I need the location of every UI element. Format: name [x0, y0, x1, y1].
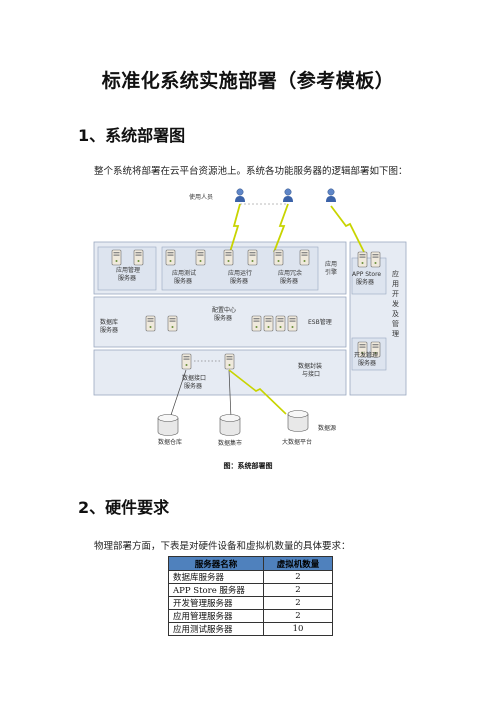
app-engine-inner-2: [161, 246, 319, 291]
lightning-link-icon: [228, 369, 287, 415]
config-server-icon: [287, 315, 298, 332]
big-data-label: 大数据平台: [282, 438, 312, 446]
svg-text:开: 开: [392, 290, 399, 298]
cell-server-name: 应用管理服务器: [168, 609, 264, 623]
data-mart-icon: [219, 414, 241, 436]
hardware-paragraph: 物理部署方面，下表是对硬件设备和虚拟机数量的具体要求：: [94, 541, 351, 552]
user-icon: [234, 188, 246, 203]
app-store-server-icon: [370, 251, 381, 268]
app-engine-label: 引擎: [325, 268, 337, 276]
app-mgmt-server-icon: [133, 249, 144, 266]
lightning-link-icon: [330, 205, 365, 253]
app-run-server-icon: [223, 249, 234, 266]
config-server-icon: [251, 315, 262, 332]
section-heading-hardware: 2、硬件要求: [78, 498, 170, 517]
table-row: 数据库服务器 2: [168, 570, 333, 584]
table-row: 开发管理服务器 2: [168, 596, 333, 610]
app-mgmt-label: 应用管理: [116, 266, 140, 274]
diagram-caption: 图：系统部署图: [223, 462, 273, 470]
cell-vm-count: 2: [263, 609, 333, 623]
table-row: 应用管理服务器 2: [168, 609, 333, 623]
data-api-server-icon: [224, 353, 235, 370]
app-store-label: 服务器: [356, 278, 374, 286]
dev-mgmt-box: [351, 337, 387, 371]
data-warehouse-label: 数据仓库: [158, 438, 182, 446]
table-header-row: 服务器名称 虚拟机数量: [168, 556, 333, 571]
cell-server-name: 应用测试服务器: [168, 622, 264, 636]
app-test-server-icon: [165, 249, 176, 266]
intro-paragraph: 整个系统将部署在云平台资源池上。系统各功能服务器的逻辑部署如下图：: [94, 166, 408, 177]
config-center-label: 配置中心: [212, 306, 236, 314]
app-run-label: 服务器: [230, 277, 248, 285]
app-redundant-server-icon: [299, 249, 310, 266]
esb-label: ESB管理: [308, 318, 332, 326]
section-heading-deployment: 1、系统部署图: [78, 126, 186, 145]
app-run-server-icon: [247, 249, 258, 266]
data-api-label: 数据接口: [182, 374, 206, 382]
data-layer: [93, 349, 347, 396]
data-mart-label: 数据集市: [218, 439, 242, 447]
esb-layer: [93, 296, 347, 348]
app-engine-inner: [97, 246, 157, 291]
app-store-server-icon: [357, 251, 368, 268]
svg-text:理: 理: [392, 330, 399, 338]
config-server-icon: [263, 315, 274, 332]
app-redundant-label: 应用冗余: [278, 269, 302, 277]
app-test-label: 应用测试: [172, 269, 196, 277]
dev-mgmt-label: 服务器: [358, 359, 376, 367]
doc-title: 标准化系统实施部署（参考模板）: [101, 70, 395, 92]
big-data-icon: [287, 410, 309, 432]
app-test-label: 服务器: [174, 277, 192, 285]
svg-text:管: 管: [392, 319, 399, 328]
cell-server-name: 开发管理服务器: [168, 596, 264, 610]
data-encap-label: 与接口: [302, 370, 320, 378]
cell-server-name: APP Store 服务器: [168, 583, 264, 597]
svg-text:及: 及: [392, 310, 399, 318]
data-api-label: 服务器: [184, 382, 202, 390]
data-api-server-icon: [181, 353, 192, 370]
table-row: 应用测试服务器 10: [168, 622, 333, 636]
datasource-label: 数据源: [318, 424, 336, 432]
users-label: 使用人员: [189, 193, 213, 201]
app-run-label: 应用运行: [228, 269, 252, 277]
db-server-label: 数据库: [100, 318, 118, 326]
lightning-link-icon: [273, 203, 289, 253]
cell-vm-count: 2: [263, 570, 333, 584]
cell-vm-count: 2: [263, 596, 333, 610]
config-center-label: 服务器: [214, 314, 232, 322]
dev-mgmt-vertical-label: 应 用 开 发 及 管 理: [392, 269, 399, 338]
app-redundant-label: 服务器: [280, 277, 298, 285]
user-icon: [282, 188, 294, 203]
db-server-icon: [145, 315, 156, 332]
cell-server-name: 数据库服务器: [168, 570, 264, 584]
svg-text:发: 发: [392, 299, 399, 308]
svg-text:用: 用: [392, 280, 399, 288]
header-server-name: 服务器名称: [168, 556, 264, 571]
dev-mgmt-label: 开发管理: [354, 351, 378, 359]
app-mgmt-server-icon: [111, 249, 122, 266]
cell-vm-count: 2: [263, 583, 333, 597]
hardware-table: 服务器名称 虚拟机数量 数据库服务器 2 APP Store 服务器 2 开发管…: [168, 556, 333, 636]
cell-vm-count: 10: [263, 622, 333, 636]
app-store-label: APP Store: [352, 271, 381, 278]
header-vm-count: 虚拟机数量: [263, 556, 333, 571]
user-icon: [325, 188, 337, 203]
db-server-icon: [167, 315, 178, 332]
db-server-label: 服务器: [100, 326, 118, 334]
app-engine-label: 应用: [325, 260, 337, 268]
deployment-diagram: 使用人员 应用管理 服务器 应用测试 服务器 应用运行 服务器 应用冗余 服务器…: [93, 188, 407, 447]
config-server-icon: [275, 315, 286, 332]
lightning-link-icon: [229, 203, 241, 253]
app-mgmt-label: 服务器: [118, 274, 136, 282]
app-test-server-icon: [195, 249, 206, 266]
svg-text:应: 应: [392, 269, 399, 278]
data-encap-label: 数据封装: [298, 362, 322, 370]
data-warehouse-icon: [157, 414, 179, 436]
table-row: APP Store 服务器 2: [168, 583, 333, 597]
app-redundant-server-icon: [273, 249, 284, 266]
app-store-box: [351, 257, 387, 295]
